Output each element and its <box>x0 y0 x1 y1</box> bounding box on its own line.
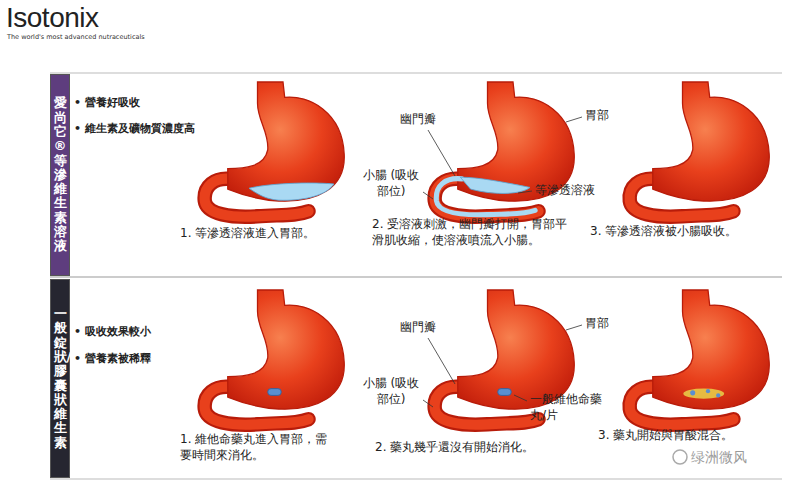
side-band: 一般錠狀/膠囊狀維生素 <box>50 279 70 478</box>
bullet-point: • 維生素及礦物質濃度高 <box>74 122 195 136</box>
isotonic-liquid <box>460 177 530 193</box>
stomach-figure <box>205 290 345 425</box>
stomach <box>630 82 770 217</box>
isotonic-liquid <box>249 183 334 200</box>
bullet-point: • 營養好吸收 <box>74 96 140 110</box>
stomach-figure <box>630 82 770 217</box>
part-label: 一般維他命藥丸/片 <box>530 392 602 423</box>
logo-title: Isotonix <box>6 0 99 36</box>
leader-line <box>566 325 582 330</box>
band-title: 一般錠狀/膠囊狀維生素 <box>54 307 67 450</box>
part-label: 幽門瓣 <box>400 320 436 336</box>
leader-line <box>428 338 455 384</box>
pill-fragment <box>716 393 720 397</box>
part-label: 幽門瓣 <box>400 112 436 128</box>
leader-line <box>423 192 433 199</box>
step-caption: 1. 等滲透溶液進入胃部。 <box>180 226 355 242</box>
frame-line <box>50 276 782 278</box>
step-caption: 3. 等滲透溶液被小腸吸收。 <box>590 224 780 240</box>
step-caption: 3. 藥丸開始與胃酸混合。 <box>598 428 748 444</box>
side-band: 愛尚它®等滲維生素溶液 <box>50 74 70 276</box>
pill <box>498 389 512 396</box>
leader-line <box>423 400 433 407</box>
step-caption: 2. 藥丸幾乎還沒有開始消化。 <box>375 440 575 456</box>
stomach-figure <box>205 82 345 217</box>
leader-line <box>428 130 455 176</box>
part-label: 等滲透溶液 <box>535 183 595 199</box>
watermark-icon <box>673 450 687 464</box>
band-title: 愛尚它®等滲維生素溶液 <box>54 96 67 253</box>
dissolving-pill <box>683 389 724 399</box>
stomach <box>205 290 345 425</box>
step-caption: 2. 受溶液刺激，幽門瓣打開，胃部平滑肌收縮，使溶液噴流入小腸。 <box>372 217 572 248</box>
step-caption: 1. 維他命藥丸進入胃部，需要時間來消化。 <box>180 432 330 463</box>
frame-line <box>50 73 782 74</box>
stomach-figure <box>630 290 770 425</box>
bullet-point: • 營養素被稀釋 <box>74 352 151 366</box>
watermark: 绿洲微风 <box>691 448 747 466</box>
leader-line <box>514 395 527 401</box>
pill-fragment <box>706 389 710 393</box>
part-label: 胃部 <box>585 316 609 332</box>
bullet-point: • 吸收效果較小 <box>74 325 151 339</box>
part-label: 胃部 <box>585 108 609 124</box>
frame-line <box>50 479 782 480</box>
leader-line <box>518 191 532 193</box>
stomach <box>205 82 345 217</box>
pill-fragment <box>690 390 695 395</box>
tagline: The world's most advanced nutraceuticals <box>7 33 145 41</box>
leader-line <box>566 117 582 122</box>
stomach <box>630 290 770 425</box>
part-label: 小腸 (吸收部位) <box>358 168 424 199</box>
part-label: 小腸 (吸收部位) <box>358 376 424 407</box>
pill <box>268 389 282 396</box>
